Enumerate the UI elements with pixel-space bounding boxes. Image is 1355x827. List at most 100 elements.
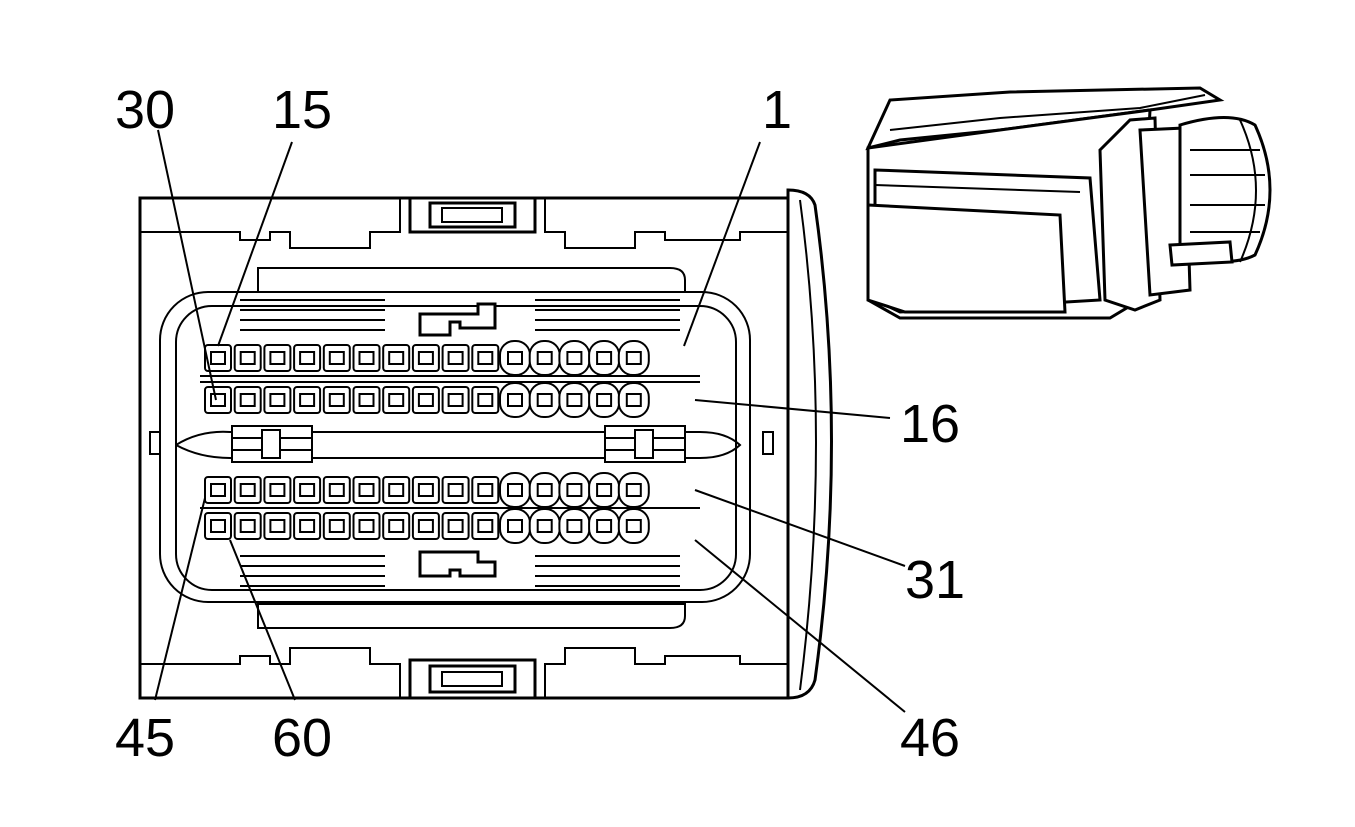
pin-cavity xyxy=(528,508,561,544)
center-rib xyxy=(175,430,742,459)
pin-cavity xyxy=(293,512,322,540)
pin-cavity xyxy=(471,512,500,540)
left-key xyxy=(149,431,161,455)
pin-cavity xyxy=(233,476,262,504)
right-key xyxy=(762,431,774,455)
pin-cavity xyxy=(352,512,381,540)
connector-face xyxy=(138,129,906,713)
pin-label-30: 30 xyxy=(115,80,175,140)
pin-cavity xyxy=(263,512,292,540)
pin-cavity xyxy=(352,344,381,372)
pin-cavity xyxy=(382,386,411,414)
side-cover-line xyxy=(889,94,1206,131)
pin-cavity xyxy=(499,382,531,418)
side-boot-edge xyxy=(1239,119,1257,263)
pin-grid xyxy=(200,340,700,544)
pin-cavity xyxy=(293,476,322,504)
pin-cavity xyxy=(233,512,262,540)
pin-cavity xyxy=(293,386,322,414)
pin-cavity xyxy=(382,476,411,504)
pin-cavity xyxy=(411,386,440,414)
pin-cavity xyxy=(204,476,232,504)
pin-label-31: 31 xyxy=(905,550,965,610)
pin-cavity xyxy=(322,476,351,504)
pin-cavity xyxy=(558,340,591,376)
pin-cavity xyxy=(263,476,292,504)
housing-top-edge xyxy=(140,198,788,249)
leader-1 xyxy=(683,141,761,347)
pin-cavity xyxy=(471,344,500,372)
pin-cavity xyxy=(528,382,561,418)
pin-cavity xyxy=(558,508,591,544)
pin-cavity xyxy=(352,386,381,414)
side-cover-top xyxy=(865,86,1225,151)
pin-labels: 30 15 1 16 31 46 45 60 xyxy=(115,80,965,768)
side-boot-clip xyxy=(1168,240,1234,267)
pin-cavity xyxy=(528,472,561,508)
top-latch xyxy=(408,196,537,234)
upper-inner-panel xyxy=(257,267,686,293)
pin-cavity xyxy=(441,386,470,414)
pin-cavity xyxy=(263,344,292,372)
upper-strips xyxy=(240,299,680,337)
pin-cavity xyxy=(471,476,500,504)
leader-16 xyxy=(694,399,891,419)
leader-45 xyxy=(154,497,206,701)
lower-strips xyxy=(240,550,680,587)
bottom-latch xyxy=(408,658,537,700)
pin-cavity xyxy=(617,340,650,376)
pin-cavity xyxy=(204,386,232,414)
pin-cavity xyxy=(322,386,351,414)
center-keying-blocks xyxy=(231,425,686,463)
pin-cavity xyxy=(204,344,232,372)
pin-cavity xyxy=(441,344,470,372)
pin-cavity xyxy=(382,344,411,372)
pin-label-15: 15 xyxy=(272,80,332,140)
leader-15 xyxy=(217,141,293,347)
pin-cavity xyxy=(528,340,561,376)
leader-30 xyxy=(157,129,217,401)
pin-label-46: 46 xyxy=(900,708,960,768)
pin-cavity xyxy=(588,382,621,418)
pin-cavity xyxy=(382,512,411,540)
pin-cavity xyxy=(411,512,440,540)
pin-cavity xyxy=(617,508,650,544)
housing-right-rib-line xyxy=(799,199,817,691)
pin-cavity xyxy=(441,512,470,540)
leader-31 xyxy=(694,489,906,567)
seal-outer xyxy=(159,291,751,603)
pin-cavity xyxy=(471,386,500,414)
pin-cavity xyxy=(411,344,440,372)
pin-cavity xyxy=(558,382,591,418)
pin-cavity xyxy=(293,344,322,372)
housing-right-rib xyxy=(786,188,833,700)
pin-cavity xyxy=(441,476,470,504)
pin-cavity xyxy=(588,472,621,508)
pin-cavity xyxy=(233,344,262,372)
pin-cavity xyxy=(263,386,292,414)
pin-cavity xyxy=(617,472,650,508)
pin-cavity xyxy=(411,476,440,504)
pin-cavity xyxy=(499,472,531,508)
pin-cavity xyxy=(233,386,262,414)
housing-bottom-edge xyxy=(140,647,788,698)
leader-46 xyxy=(694,539,906,713)
pin-cavity xyxy=(588,508,621,544)
side-insert xyxy=(866,203,1067,314)
pin-label-60: 60 xyxy=(272,708,332,768)
pin-label-1: 1 xyxy=(762,80,792,140)
pin-cavity xyxy=(588,340,621,376)
pin-cavity xyxy=(204,512,232,540)
pin-cavity xyxy=(617,382,650,418)
lower-inner-panel xyxy=(257,603,686,629)
connector-side-view xyxy=(865,86,1272,320)
pin-label-16: 16 xyxy=(900,394,960,454)
side-insert-line xyxy=(874,184,1081,193)
pin-label-45: 45 xyxy=(115,708,175,768)
pin-cavity xyxy=(499,508,531,544)
leader-lines xyxy=(154,129,906,713)
pin-cavity xyxy=(322,512,351,540)
pin-cavity xyxy=(499,340,531,376)
pin-cavity xyxy=(558,472,591,508)
